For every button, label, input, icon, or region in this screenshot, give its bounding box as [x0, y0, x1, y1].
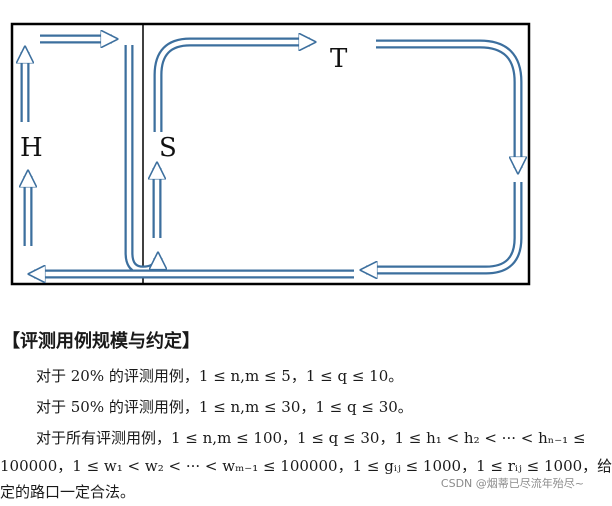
node-label-h: H [20, 133, 43, 163]
node-label-t: T [330, 44, 348, 74]
arrow-right-curve-back [366, 182, 523, 270]
node-label-s: S [159, 133, 177, 163]
constraint-line-1: 对于 20% 的评测用例，1 ≤ n,m ≤ 5，1 ≤ q ≤ 10。 [36, 367, 404, 385]
map-frame [10, 22, 531, 286]
arrow-t-curve-down [376, 39, 518, 168]
route-arrows [25, 39, 518, 274]
constraint-line-4: 100000，1 ≤ w₁ < w₂ < ··· < wₘ₋₁ ≤ 100000… [0, 457, 612, 475]
constraint-line-2: 对于 50% 的评测用例，1 ≤ n,m ≤ 30，1 ≤ q ≤ 30。 [36, 398, 413, 416]
section-title: 【评测用例规模与约定】 [2, 331, 200, 352]
watermark: CSDN @烟蒂已尽流年殆尽~ [440, 477, 584, 490]
constraint-line-3: 对于所有评测用例，1 ≤ n,m ≤ 100，1 ≤ q ≤ 30，1 ≤ h₁… [36, 429, 586, 447]
arrow-s-to-t [153, 42, 310, 132]
constraint-line-5: 定的路口一定合法。 [0, 483, 136, 501]
route-diagram: H S T [10, 22, 531, 286]
